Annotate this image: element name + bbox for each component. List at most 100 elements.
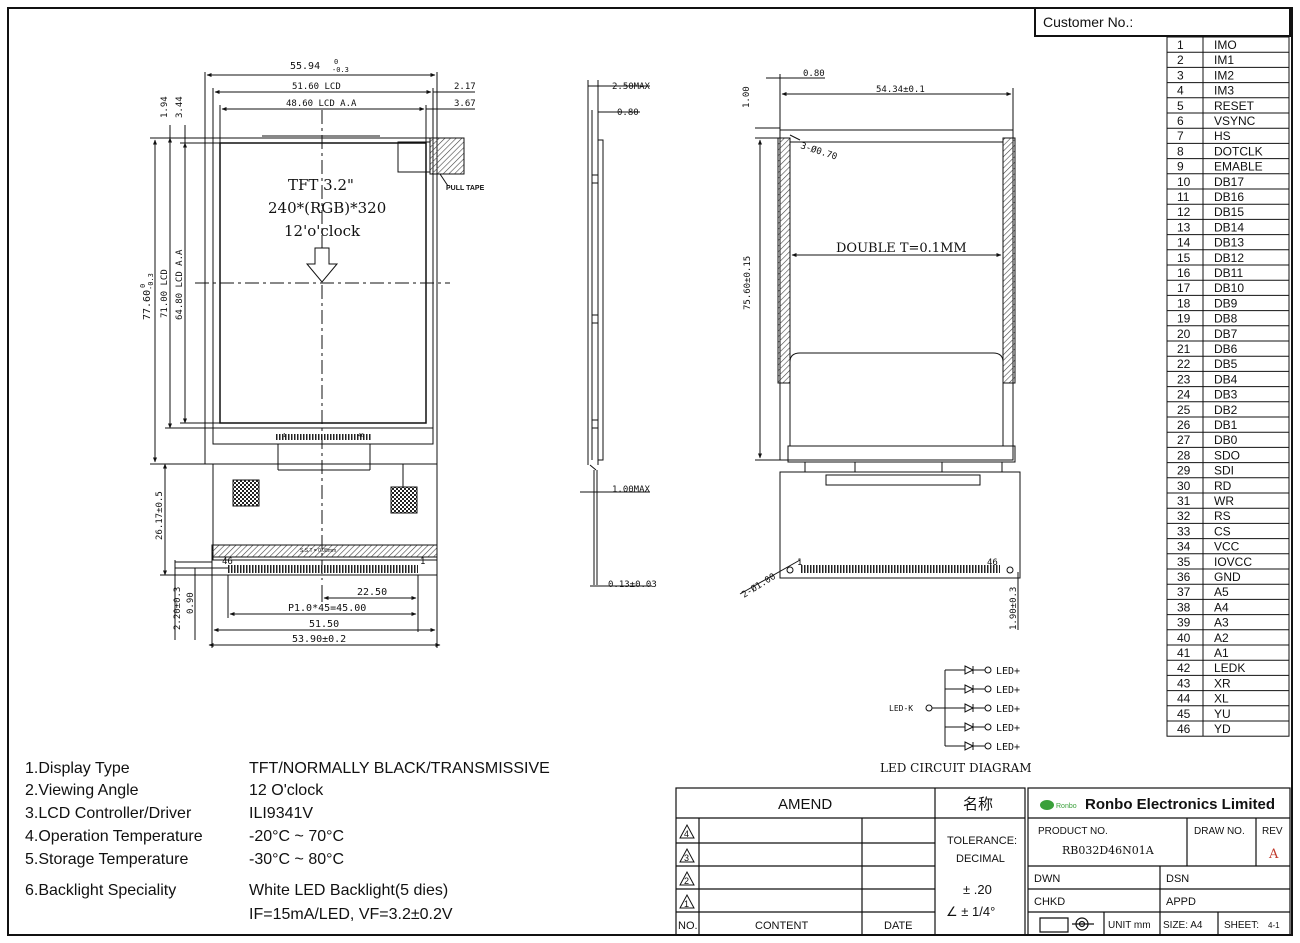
name-block-title: 名称 <box>963 796 993 813</box>
side-dim-top: 2.50MAX <box>612 82 651 92</box>
pin-number: 5 <box>1177 99 1184 113</box>
appd-label: APPD <box>1166 896 1196 908</box>
pin-number: 14 <box>1177 236 1191 250</box>
dim-left-b: 3.44 <box>175 96 185 118</box>
pin-number: 28 <box>1177 448 1191 462</box>
pin-signal: YU <box>1214 707 1231 721</box>
pin-signal: SDI <box>1214 464 1234 478</box>
dim-width-tol-bottom: -0.3 <box>332 66 349 74</box>
pin-signal: DB8 <box>1214 312 1238 326</box>
pin-signal: DB6 <box>1214 342 1238 356</box>
pin-number: 18 <box>1177 296 1191 310</box>
pin-number: 22 <box>1177 357 1191 371</box>
sheet-label: SHEET: <box>1224 920 1259 931</box>
pin-signal: A5 <box>1214 585 1229 599</box>
dim-pitch: P1.0*45=45.00 <box>288 603 366 614</box>
pin-signal: DB17 <box>1214 175 1244 189</box>
spec-label: 6.Backlight Speciality <box>25 882 176 899</box>
pin-signal: DOTCLK <box>1214 144 1263 158</box>
led-circuit-labels: LED-K LED CIRCUIT DIAGRAM LED+LED+LED+LE… <box>880 666 1032 775</box>
pin-signal: A3 <box>1214 616 1229 630</box>
pin-signal: IOVCC <box>1214 555 1252 569</box>
pin-signal: DB12 <box>1214 251 1244 265</box>
amend-col-date: DATE <box>884 920 913 932</box>
led-diode <box>945 703 992 713</box>
pin-signal: IMO <box>1214 38 1237 52</box>
pin-signal: DB3 <box>1214 388 1238 402</box>
title-block <box>1027 787 1291 936</box>
company-name: Ronbo Electronics Limited <box>1085 796 1275 813</box>
pin-number: 26 <box>1177 418 1191 432</box>
tolerance-label: TOLERANCE: <box>947 835 1017 847</box>
revision-triangle-icon <box>679 893 695 909</box>
rear-dim-holes2: 2-Ø1.00 <box>740 571 778 600</box>
dwn-label: DWN <box>1034 873 1060 885</box>
dim-width: 55.94 <box>290 61 320 72</box>
led-anode-label: LED+ <box>996 685 1020 696</box>
pin-signal: A1 <box>1214 646 1229 660</box>
pin-number: 4 <box>1177 84 1184 98</box>
rear-dim-width: 54.34±0.1 <box>876 85 925 95</box>
dim-height: 77.60 <box>142 290 153 320</box>
pin-signal: WR <box>1214 494 1234 508</box>
pin-number: 37 <box>1177 585 1191 599</box>
fpc-length: 26.17±0.5 <box>155 491 165 540</box>
spec-value: TFT/NORMALLY BLACK/TRANSMISSIVE <box>249 760 550 777</box>
amend-row-number: 3 <box>684 853 689 863</box>
pull-tape <box>429 137 465 175</box>
dim-51-50: 51.50 <box>309 619 339 630</box>
pin-signal: DB11 <box>1214 266 1243 280</box>
pin-number: 8 <box>1177 144 1184 158</box>
pin-number: 34 <box>1177 540 1191 554</box>
pin-signal: VSYNC <box>1214 114 1256 128</box>
side-dim-080: 0.80 <box>617 108 639 118</box>
pin-signal: SDO <box>1214 448 1240 462</box>
backlight-frame <box>779 129 1014 461</box>
fpc-small-1: 1 <box>283 433 286 439</box>
pin-number: 44 <box>1177 692 1191 706</box>
front-view <box>150 72 475 648</box>
angle-value: ∠ ± 1/4° <box>946 904 995 919</box>
rear-dim-100: 1.00 <box>742 86 752 108</box>
logo-text: Ronbo <box>1056 803 1077 810</box>
led-diode <box>945 665 992 675</box>
side-view <box>580 80 652 587</box>
tft-title: TFT 3.2" <box>288 176 354 194</box>
pin-signal: EMABLE <box>1214 160 1263 174</box>
pin-number: 36 <box>1177 570 1191 584</box>
draw-label: DRAW NO. <box>1194 826 1245 837</box>
revision-triangle-icon <box>679 870 695 886</box>
pin-signal: IM3 <box>1214 84 1234 98</box>
rear-dim-080: 0.80 <box>803 69 825 79</box>
stiffener-label: S.S.T = 0.08mm <box>300 548 336 554</box>
pin-number: 29 <box>1177 464 1191 478</box>
amend-row-number: 2 <box>684 876 689 886</box>
pin-signal: LEDK <box>1214 661 1245 675</box>
pin-number: 27 <box>1177 433 1191 447</box>
front-view-labels: 55.94 0 -0.3 51.60 LCD 2.17 48.60 LCD A.… <box>139 58 485 645</box>
rear-dim-height: 75.60±0.15 <box>743 256 753 310</box>
pin-number: 17 <box>1177 281 1191 295</box>
pin-number: 3 <box>1177 68 1184 82</box>
dim-lcd-width: 51.60 LCD <box>292 82 341 92</box>
fpc-small-46: 46 <box>358 433 364 439</box>
amend-title: AMEND <box>778 796 832 813</box>
pin-number: 10 <box>1177 175 1191 189</box>
amend-row-number: 1 <box>684 899 689 909</box>
dim-lcd-height: 71.00 LCD <box>160 269 170 318</box>
chkd-label: CHKD <box>1034 896 1065 908</box>
pin-number: 16 <box>1177 266 1191 280</box>
amend-col-content: CONTENT <box>755 920 808 932</box>
pin-number: 12 <box>1177 205 1191 219</box>
pin-signal: DB4 <box>1214 372 1238 386</box>
spec-value: -30°C ~ 80°C <box>249 851 344 868</box>
pin-signal: IM1 <box>1214 53 1234 67</box>
dsn-label: DSN <box>1166 873 1189 885</box>
side-dim-013: 0.13±0.03 <box>608 580 657 590</box>
pull-tape-label: PULL TAPE <box>446 185 485 192</box>
led-anode-label: LED+ <box>996 666 1020 677</box>
product-no: RB032D46N01A <box>1062 844 1155 857</box>
pin-number: 11 <box>1177 190 1190 204</box>
